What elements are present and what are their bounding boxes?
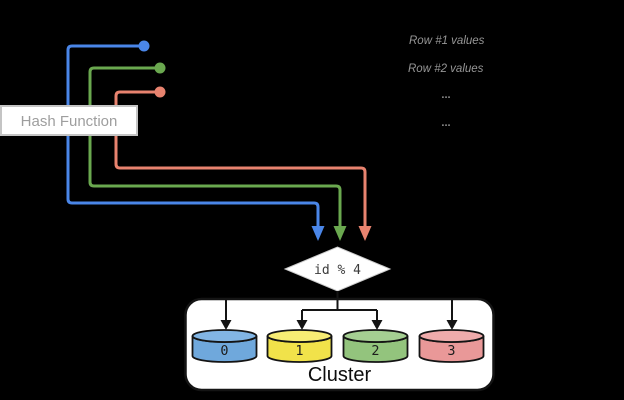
row3-dot-icon — [154, 86, 166, 98]
connector-arrowhead-3-icon — [446, 320, 458, 330]
rows-ellipsis-2: ... — [441, 117, 450, 129]
cluster-node-3-top — [418, 329, 485, 343]
cluster-node-0-top — [191, 329, 258, 343]
cluster-label: Cluster — [308, 364, 372, 386]
hash-function-label: Hash Function — [21, 113, 118, 130]
cluster-node-2: 2 — [342, 329, 409, 363]
rows-ellipsis-1: ... — [441, 89, 450, 101]
row3-flow — [114, 86, 372, 241]
row2-values-label: Row #2 values — [408, 63, 484, 75]
row1-flow — [66, 40, 325, 241]
hash-modulo-diamond — [283, 246, 392, 292]
row3-arrowhead-icon — [358, 226, 372, 241]
connector-arrowhead-0-icon — [220, 320, 232, 330]
cluster-node-2-label: 2 — [371, 343, 379, 359]
cluster-node-3: 3 — [418, 329, 485, 363]
cluster-node-1: 1 — [266, 329, 333, 363]
row3-flow-line — [114, 90, 367, 228]
connector-trunk — [225, 291, 453, 321]
hash-modulo-label: id % 4 — [314, 263, 361, 278]
cluster-node-2-top — [342, 329, 409, 343]
row1-dot-icon — [138, 40, 150, 52]
row2-flow — [88, 62, 347, 241]
row1-arrowhead-icon — [311, 226, 325, 241]
cluster-node-3-label: 3 — [447, 343, 455, 359]
cluster-node-0: 0 — [191, 329, 258, 363]
cluster-box — [184, 297, 495, 392]
connector-arrowhead-2-icon — [371, 320, 383, 330]
cluster-node-1-top — [266, 329, 333, 343]
row1-values-label: Row #1 values — [409, 35, 485, 47]
row2-flow-line — [88, 66, 342, 228]
hash-modulo-node: id % 4 — [283, 246, 392, 292]
hash-function-node: Hash Function — [0, 105, 138, 136]
cluster-node-1-label: 1 — [295, 343, 303, 359]
row2-dot-icon — [154, 62, 166, 74]
hash-function-box — [0, 105, 138, 136]
row1-flow-line — [66, 44, 320, 228]
connector-arrowhead-1-icon — [296, 320, 308, 330]
cluster-connectors — [220, 291, 458, 330]
row2-arrowhead-icon — [333, 226, 347, 241]
cluster-node-0-label: 0 — [220, 343, 228, 359]
